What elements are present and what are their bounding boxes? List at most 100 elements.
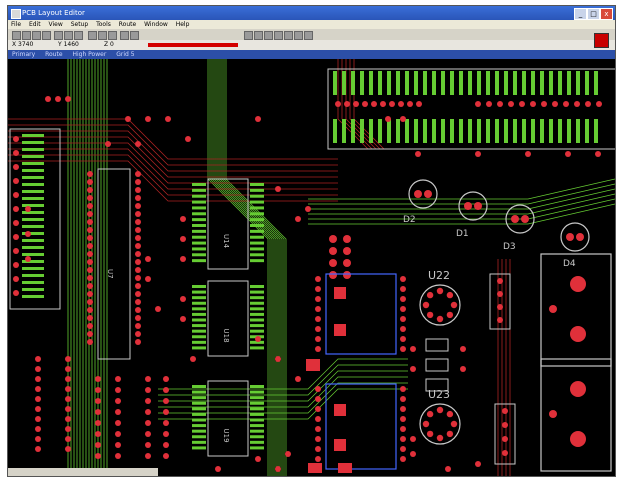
ic-pin [250,318,264,322]
menu-file[interactable]: File [11,21,22,28]
pad [329,271,337,279]
pad [436,287,444,295]
menu-tools[interactable]: Tools [96,21,111,28]
pad [400,276,406,282]
trace-red [8,124,338,166]
connector-pin [22,239,44,242]
pad [549,305,557,313]
pad [190,356,196,362]
pad [400,316,406,322]
toolbar-button-14[interactable] [254,31,263,40]
toolbar-button-3[interactable] [32,31,41,40]
connector-pin [342,119,346,143]
pad [424,190,432,198]
pad [400,416,406,422]
pad [65,416,71,422]
minimize-button[interactable]: _ [574,8,587,20]
connector-pin [22,281,44,284]
pad-square [338,463,352,473]
pad [415,151,421,157]
toolbar-button-16[interactable] [274,31,283,40]
ic-pin [192,324,206,328]
connector-pin [396,71,400,95]
toolbar-button-2[interactable] [22,31,31,40]
pad [422,420,430,428]
close-button[interactable]: x [600,8,613,20]
pad [13,206,19,212]
toolbar-button-18[interactable] [294,31,303,40]
status-layer[interactable]: Primary [12,51,36,58]
toolbar-button-11[interactable] [120,31,129,40]
status-grid[interactable]: Grid 5 [116,51,135,58]
pad [87,251,93,257]
ic-pin [250,296,264,300]
trace-green [308,188,615,210]
pad [87,299,93,305]
pad [135,339,141,345]
trace-green [213,59,275,476]
pad [87,227,93,233]
pad [135,235,141,241]
toolbar-button-13[interactable] [244,31,253,40]
toolbar-button-6[interactable] [64,31,73,40]
status-net[interactable]: High Power [72,51,107,58]
toolbar-button-7[interactable] [74,31,83,40]
toolbar-button-12[interactable] [130,31,139,40]
pad [135,275,141,281]
pad [474,202,482,210]
connector-pin [468,119,472,143]
connector-pin [477,71,481,95]
component-label: U18 [222,329,230,343]
connector-pin [540,119,544,143]
ic-pin [250,301,264,305]
pad [416,101,422,107]
pad [180,296,186,302]
toolbar-button-1[interactable] [12,31,21,40]
toolbar-button-9[interactable] [98,31,107,40]
window-title: PCB Layout Editor [22,9,85,17]
ic-pin [192,247,206,251]
pad [135,259,141,265]
pad [426,430,434,438]
menu-window[interactable]: Window [144,21,168,28]
x-coordinate: X 3740 [12,41,34,48]
pad [135,211,141,217]
toolbar-button-17[interactable] [284,31,293,40]
toolbar-button-8[interactable] [88,31,97,40]
maximize-button[interactable]: □ [587,8,600,20]
toolbar-button-15[interactable] [264,31,273,40]
trace-green [308,183,615,205]
layer-color-swatch[interactable] [594,33,609,48]
connector-pin [450,71,454,95]
pad [315,436,321,442]
pad [87,339,93,345]
trace-green [158,376,408,408]
menu-view[interactable]: View [48,21,63,28]
pad [163,420,169,426]
ic-pin [250,446,264,450]
pad [35,356,41,362]
pad [410,366,416,372]
menu-setup[interactable]: Setup [70,21,89,28]
ic-pin [192,429,206,433]
toolbar-button-5[interactable] [54,31,63,40]
pad [585,101,591,107]
pad [486,101,492,107]
ic-pin [192,329,206,333]
toolbar-button-4[interactable] [42,31,51,40]
ic-outline [207,280,249,357]
menu-route[interactable]: Route [118,21,137,28]
pad [400,306,406,312]
ic-pin [250,218,264,222]
pad [400,326,406,332]
pad [145,116,151,122]
toolbar-button-10[interactable] [108,31,117,40]
status-mode[interactable]: Route [45,51,63,58]
toolbar-button-19[interactable] [304,31,313,40]
menu-help[interactable]: Help [175,21,190,28]
pad [135,243,141,249]
pad [475,151,481,157]
menu-edit[interactable]: Edit [28,21,41,28]
